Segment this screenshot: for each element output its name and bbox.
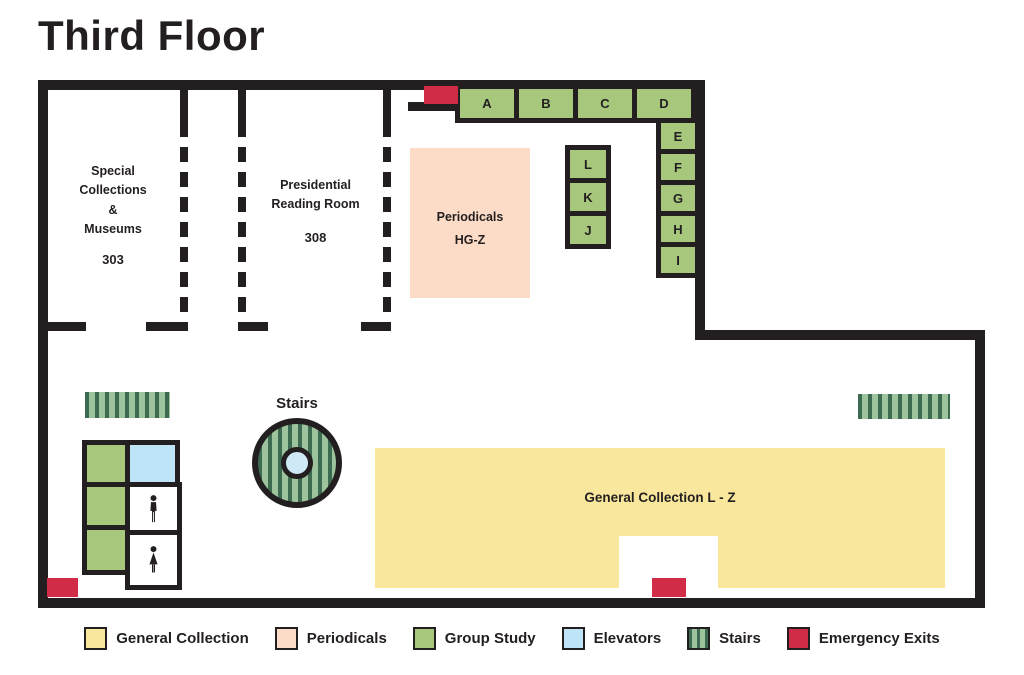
restroom-male-icon [150, 494, 157, 522]
general-collection-swatch [84, 627, 108, 650]
wall-segment [361, 322, 391, 331]
wall-segment [695, 80, 705, 340]
wall-segment [238, 80, 246, 122]
general-collection-label: General Collection L - Z [584, 490, 736, 505]
group-study-room-k: K [565, 178, 611, 216]
restroom-men [125, 482, 182, 535]
group-study-room-j: J [565, 211, 611, 249]
legend-item-general-collection: General Collection [84, 627, 249, 650]
group-study-room-i: I [656, 242, 700, 278]
wall-segment [38, 80, 48, 608]
elevator [125, 440, 180, 487]
legend-label: Elevators [593, 630, 662, 647]
group-study-swatch [412, 627, 436, 650]
stairs-core [281, 447, 313, 479]
wall-segment [408, 102, 458, 111]
restroom-women [125, 530, 182, 590]
wall-segment [383, 80, 391, 122]
stairs-strip-left [85, 392, 170, 418]
emergency-exits-swatch [786, 627, 810, 650]
periodicals-area [410, 148, 530, 298]
legend-item-group-study: Group Study [412, 627, 536, 650]
stairs-strip-right [858, 394, 950, 419]
group-study-room [82, 482, 130, 530]
legend-item-periodicals: Periodicals [274, 627, 387, 650]
dashed-wall [180, 122, 188, 322]
room-number-308: 308 [304, 230, 327, 245]
legend: General Collection Periodicals Group Stu… [0, 627, 1024, 650]
wall-segment [180, 80, 188, 122]
periodicals-label: Periodicals HG-Z [436, 210, 504, 247]
elevators-swatch [561, 627, 585, 650]
legend-label: Stairs [719, 630, 761, 647]
dashed-wall [383, 122, 391, 322]
room-label-presidential-reading-room: Presidential Reading Room [271, 178, 360, 212]
legend-label: Group Study [444, 630, 536, 647]
wall-segment [238, 322, 268, 331]
legend-item-elevators: Elevators [561, 627, 662, 650]
legend-label: Emergency Exits [818, 630, 940, 647]
legend-label: Periodicals [306, 630, 387, 647]
periodicals-swatch [274, 627, 298, 650]
group-study-room-a: A [455, 84, 519, 123]
stairs-label: Stairs [276, 395, 318, 412]
wall-segment [975, 330, 985, 608]
stairs-swatch [687, 627, 711, 650]
wall-segment [38, 322, 86, 331]
legend-item-emergency-exits: Emergency Exits [786, 627, 940, 650]
group-study-room [82, 525, 130, 575]
spiral-stairs [252, 418, 342, 508]
room-number-303: 303 [102, 252, 124, 267]
group-study-room [82, 440, 130, 487]
emergency-exit-bottom-left [47, 578, 78, 597]
page-title: Third Floor [38, 12, 266, 59]
room-label-special-collections: Special Collections & Museums [79, 164, 147, 237]
group-study-room-c: C [573, 84, 637, 123]
group-study-room-b: B [514, 84, 578, 123]
wall-segment [38, 80, 705, 90]
wall-segment [146, 322, 188, 331]
restroom-female-icon [149, 546, 158, 573]
emergency-exit-top [424, 86, 458, 104]
wall-segment [695, 330, 985, 340]
wall-segment [38, 598, 985, 608]
legend-label: General Collection [116, 630, 249, 647]
dashed-wall [238, 122, 246, 322]
emergency-exit-bottom-center [652, 578, 686, 597]
group-study-room-f: F [656, 149, 700, 185]
legend-item-stairs: Stairs [687, 627, 761, 650]
